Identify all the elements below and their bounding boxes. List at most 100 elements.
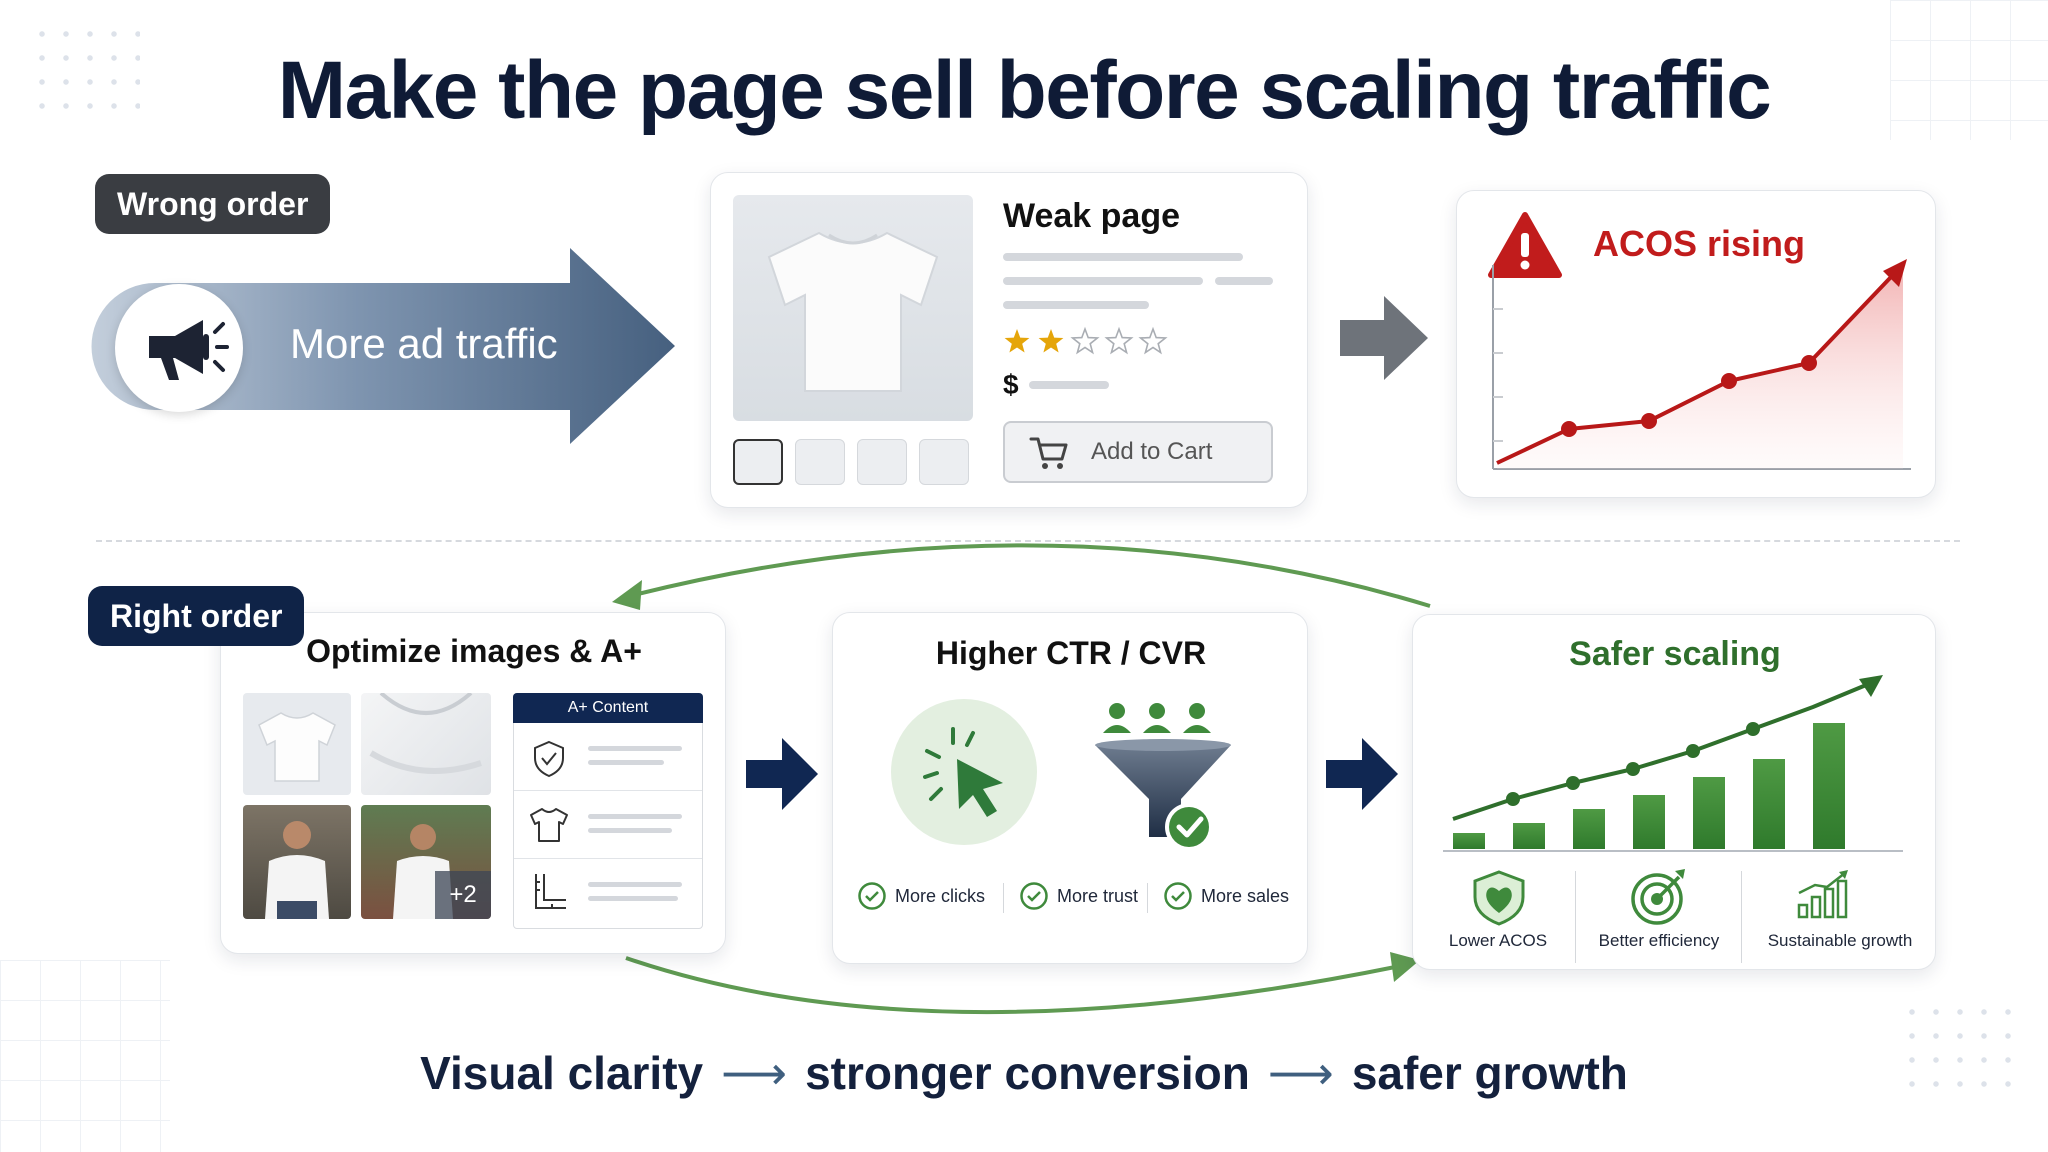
acos-point — [1801, 355, 1817, 371]
star-empty — [1070, 326, 1100, 355]
acos-area — [1497, 265, 1903, 469]
thumbnail-2[interactable] — [795, 439, 845, 485]
page-title: Make the page sell before scaling traffi… — [277, 45, 1772, 136]
decor-grid-bottom-left — [0, 960, 170, 1152]
aplus-header: A+ Content — [513, 693, 703, 723]
benefit-lower-acos: Lower ACOS — [1448, 931, 1548, 950]
growth-point — [1506, 792, 1520, 806]
tshirt-icon — [530, 808, 568, 842]
check-circle-icon — [1164, 882, 1192, 910]
star-empty — [1138, 326, 1168, 355]
photo-tshirt-front — [243, 693, 351, 795]
decor-grid-top-right — [1890, 0, 2048, 140]
desc-line-1 — [1003, 253, 1243, 261]
gray-arrow — [1340, 296, 1428, 380]
add-to-cart-button[interactable]: Add to Cart — [1003, 421, 1273, 483]
benefit-better-efficiency: Better efficiency — [1598, 931, 1720, 950]
tagline-arrow-2: ⟶ — [1267, 1047, 1334, 1099]
growth-chart — [1443, 675, 1903, 852]
tshirt-image — [767, 231, 939, 392]
photo-model-2: +2 — [361, 805, 491, 919]
ad-traffic-label: More ad traffic — [290, 320, 558, 367]
photo-model-1 — [243, 805, 351, 919]
photo-fabric-closeup — [361, 691, 491, 795]
optimize-title: Optimize images & A+ — [306, 633, 642, 669]
loop-arrow-top — [629, 543, 1431, 608]
star-empty — [1104, 326, 1134, 355]
growth-bar — [1513, 823, 1545, 849]
cart-icon — [1029, 437, 1068, 469]
section-divider — [96, 540, 1960, 542]
tagline-part-2: stronger conversion — [805, 1047, 1250, 1099]
decor-dots-top-left — [30, 22, 140, 112]
warning-icon — [1488, 212, 1562, 278]
product-main-image — [733, 195, 973, 421]
thumbnail-1[interactable] — [733, 439, 783, 485]
acos-card: ACOS rising — [1456, 190, 1936, 498]
acos-title: ACOS rising — [1593, 223, 1806, 264]
optimize-card: Optimize images & A+ +2 A+ Content — [220, 612, 726, 954]
growth-point — [1746, 722, 1760, 736]
benefit-sustainable-growth: Sustainable growth — [1767, 931, 1913, 950]
decor-dots-bottom-right — [1900, 1000, 2020, 1100]
tagline-part-1: Visual clarity — [420, 1047, 704, 1099]
ad-traffic-arrow — [91, 248, 675, 444]
growth-bars-icon — [1797, 870, 1848, 919]
growth-bar — [1573, 809, 1605, 849]
wrong-order-label: Wrong order — [95, 174, 331, 234]
growth-bar — [1813, 723, 1845, 849]
growth-line — [1452, 681, 1872, 821]
growth-bar — [1693, 777, 1725, 849]
price-symbol: $ — [1003, 369, 1019, 400]
check-circle-icon — [858, 882, 886, 910]
acos-point — [1561, 421, 1577, 437]
target-icon — [1631, 869, 1685, 925]
right-order-label: Right order — [88, 586, 305, 646]
shield-icon — [534, 740, 564, 778]
desc-line-2 — [1003, 277, 1203, 285]
star-filled — [1038, 329, 1064, 353]
shield-heart-icon — [1473, 870, 1525, 926]
cursor-click-icon — [923, 727, 1003, 817]
growth-bar — [1633, 795, 1665, 849]
check-circle-icon — [1020, 882, 1048, 910]
check-more-trust: More trust — [1019, 881, 1138, 911]
growth-point — [1686, 744, 1700, 758]
star-rating — [1004, 326, 1168, 355]
check-more-sales: More sales — [1163, 881, 1289, 911]
acos-rising-chart — [1492, 259, 1911, 470]
funnel-icon — [1095, 703, 1231, 851]
weak-page-card: Weak page $ Add to Cart — [710, 172, 1308, 508]
tagline: Visual clarity⟶stronger conversion⟶safer… — [0, 1046, 2048, 1100]
tagline-arrow-1: ⟶ — [721, 1047, 788, 1099]
growth-bar — [1453, 833, 1485, 849]
safer-scaling-card: Safer scaling Lower ACOS Better efficien… — [1412, 614, 1936, 970]
acos-arrowhead — [1883, 259, 1907, 287]
ctr-card: Higher CTR / CVR More clicks — [832, 612, 1308, 964]
acos-point — [1641, 413, 1657, 429]
check-more-clicks: More clicks — [857, 881, 985, 911]
growth-bar — [1753, 759, 1785, 849]
aplus-content-panel: A+ Content — [513, 693, 703, 929]
growth-point — [1626, 762, 1640, 776]
feedback-loop-arrows — [612, 543, 1431, 1015]
safer-scaling-title: Safer scaling — [1569, 635, 1781, 673]
ctr-title: Higher CTR / CVR — [935, 635, 1207, 671]
acos-line — [1496, 275, 1893, 465]
growth-arrowhead — [1859, 675, 1883, 697]
thumbnail-3[interactable] — [857, 439, 907, 485]
thumbnail-4[interactable] — [919, 439, 969, 485]
more-images-badge[interactable]: +2 — [435, 871, 491, 919]
growth-point — [1566, 776, 1580, 790]
weak-page-title: Weak page — [1003, 197, 1181, 235]
loop-arrow-bottom — [625, 956, 1401, 1015]
desc-line-3 — [1215, 277, 1273, 285]
navy-arrow-2 — [1326, 738, 1398, 810]
acos-point — [1721, 373, 1737, 389]
size-ruler-icon — [535, 874, 566, 909]
megaphone-badge — [115, 284, 243, 412]
desc-line-4 — [1003, 301, 1149, 309]
star-filled — [1004, 329, 1030, 353]
add-to-cart-label: Add to Cart — [1091, 438, 1213, 465]
megaphone-icon — [149, 320, 229, 380]
